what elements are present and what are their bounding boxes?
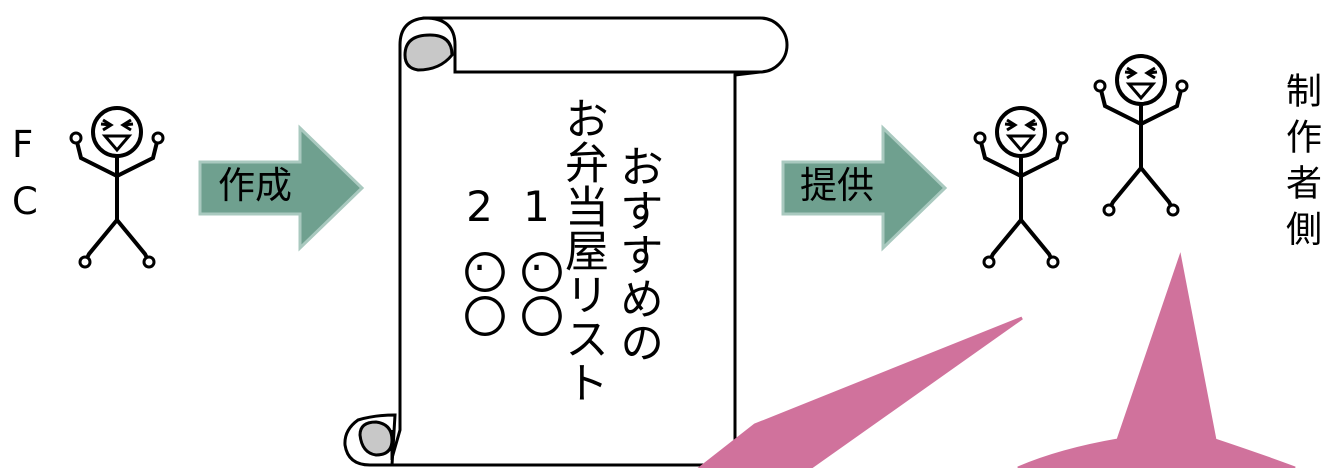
right-actor-figure-2 [1093,54,1189,217]
scroll-item1-number: 1. [512,182,561,280]
right-group-label: 制作者側 [1280,72,1321,256]
scroll-item1-text: 〇〇 [512,250,563,338]
left-actor-label-f: F [12,123,34,166]
scroll-title-line2: お弁当屋リスト [557,96,608,404]
right-actor-figure-1 [973,106,1069,269]
create-arrow [198,124,365,252]
scroll-title-line1: おすすめの [612,144,663,364]
provide-arrow-label: 提供 [800,164,874,207]
left-actor-figure [69,106,165,269]
speech-bubble-right [1017,252,1296,468]
scroll-item2-number: 2. [455,182,504,280]
create-arrow-label: 作成 [218,164,292,207]
provide-arrow [781,124,948,252]
scroll-document [343,16,789,467]
scroll-item2-text: 〇〇 [455,250,506,338]
speech-bubble-left [697,316,1023,468]
left-actor-label-c: C [12,180,38,223]
